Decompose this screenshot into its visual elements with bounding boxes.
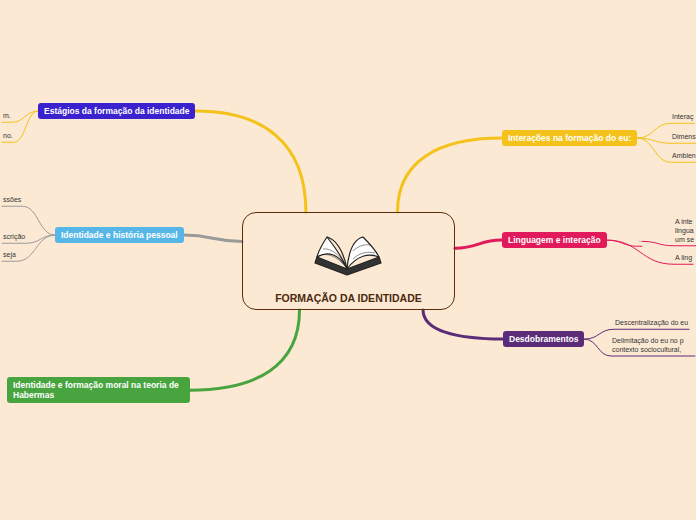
branch-connector bbox=[397, 138, 502, 212]
topic-text: Identidade e história pessoal bbox=[61, 230, 178, 240]
topic-text: A inte lingua um se bbox=[675, 218, 695, 244]
title-text: FORMAÇÃO DA IDENTIDADE bbox=[275, 292, 422, 304]
main-topic: Identidade e história pessoal bbox=[55, 227, 184, 243]
topic-text: Delimitação do eu no p contexto sociocul… bbox=[612, 337, 694, 355]
branch-connector bbox=[2, 111, 38, 142]
topic-text: Interaç bbox=[672, 113, 693, 122]
branch-connector bbox=[2, 111, 38, 122]
branch-connector bbox=[637, 138, 696, 162]
topic-text: Interações na formação do eu: bbox=[508, 133, 631, 143]
topic-text: Estágios da formação da identidade bbox=[44, 106, 189, 116]
subtopic: seja bbox=[2, 251, 17, 262]
branch-connector bbox=[2, 206, 55, 235]
topic-text: Desdobramentos bbox=[509, 334, 578, 344]
main-topic: Identidade e formação moral na teoria de… bbox=[7, 377, 190, 403]
subtopic: no. bbox=[2, 132, 14, 143]
subtopic: ssões bbox=[2, 196, 22, 207]
topic-text: seja bbox=[3, 251, 16, 260]
main-topic: Desdobramentos bbox=[503, 331, 584, 347]
subtopic: A ling bbox=[674, 254, 693, 265]
topic-text: ssões bbox=[3, 196, 21, 205]
subtopic: . bbox=[638, 236, 642, 247]
branch-connector bbox=[455, 240, 502, 248]
topic-text: Descentralização do eu bbox=[615, 319, 688, 328]
branch-connector bbox=[184, 235, 242, 241]
topic-text: . bbox=[639, 236, 641, 245]
topic-text: m. bbox=[3, 112, 11, 121]
subtopic: Descentralização do eu bbox=[614, 319, 689, 330]
branch-connector bbox=[190, 310, 300, 390]
topic-text: no. bbox=[3, 132, 13, 141]
subtopic: Delimitação do eu no p contexto sociocul… bbox=[611, 337, 695, 357]
branch-connector bbox=[423, 310, 503, 339]
subtopic: Ambien bbox=[671, 152, 696, 163]
topic-text: Dimens bbox=[672, 133, 696, 142]
subtopic: m. bbox=[2, 112, 12, 123]
main-topic: Estágios da formação da identidade bbox=[38, 103, 195, 119]
topic-text: Ambien bbox=[672, 152, 696, 161]
branch-connector bbox=[607, 240, 694, 264]
branch-connector bbox=[195, 111, 305, 212]
subtopic: scrição bbox=[2, 233, 26, 244]
main-topic: Linguagem e interação bbox=[502, 232, 607, 248]
subtopic: A inte lingua um se bbox=[674, 218, 696, 246]
topic-text: Linguagem e interação bbox=[508, 235, 601, 245]
main-topic: Interações na formação do eu: bbox=[502, 130, 637, 146]
central-topic: FORMAÇÃO DA IDENTIDADE bbox=[242, 212, 455, 310]
topic-text: Identidade e formação moral na teoria de… bbox=[13, 380, 184, 400]
topic-text: scrição bbox=[3, 233, 25, 242]
subtopic: Interaç bbox=[671, 113, 694, 124]
subtopic: Dimens bbox=[671, 133, 696, 144]
topic-text: A ling bbox=[675, 254, 692, 263]
